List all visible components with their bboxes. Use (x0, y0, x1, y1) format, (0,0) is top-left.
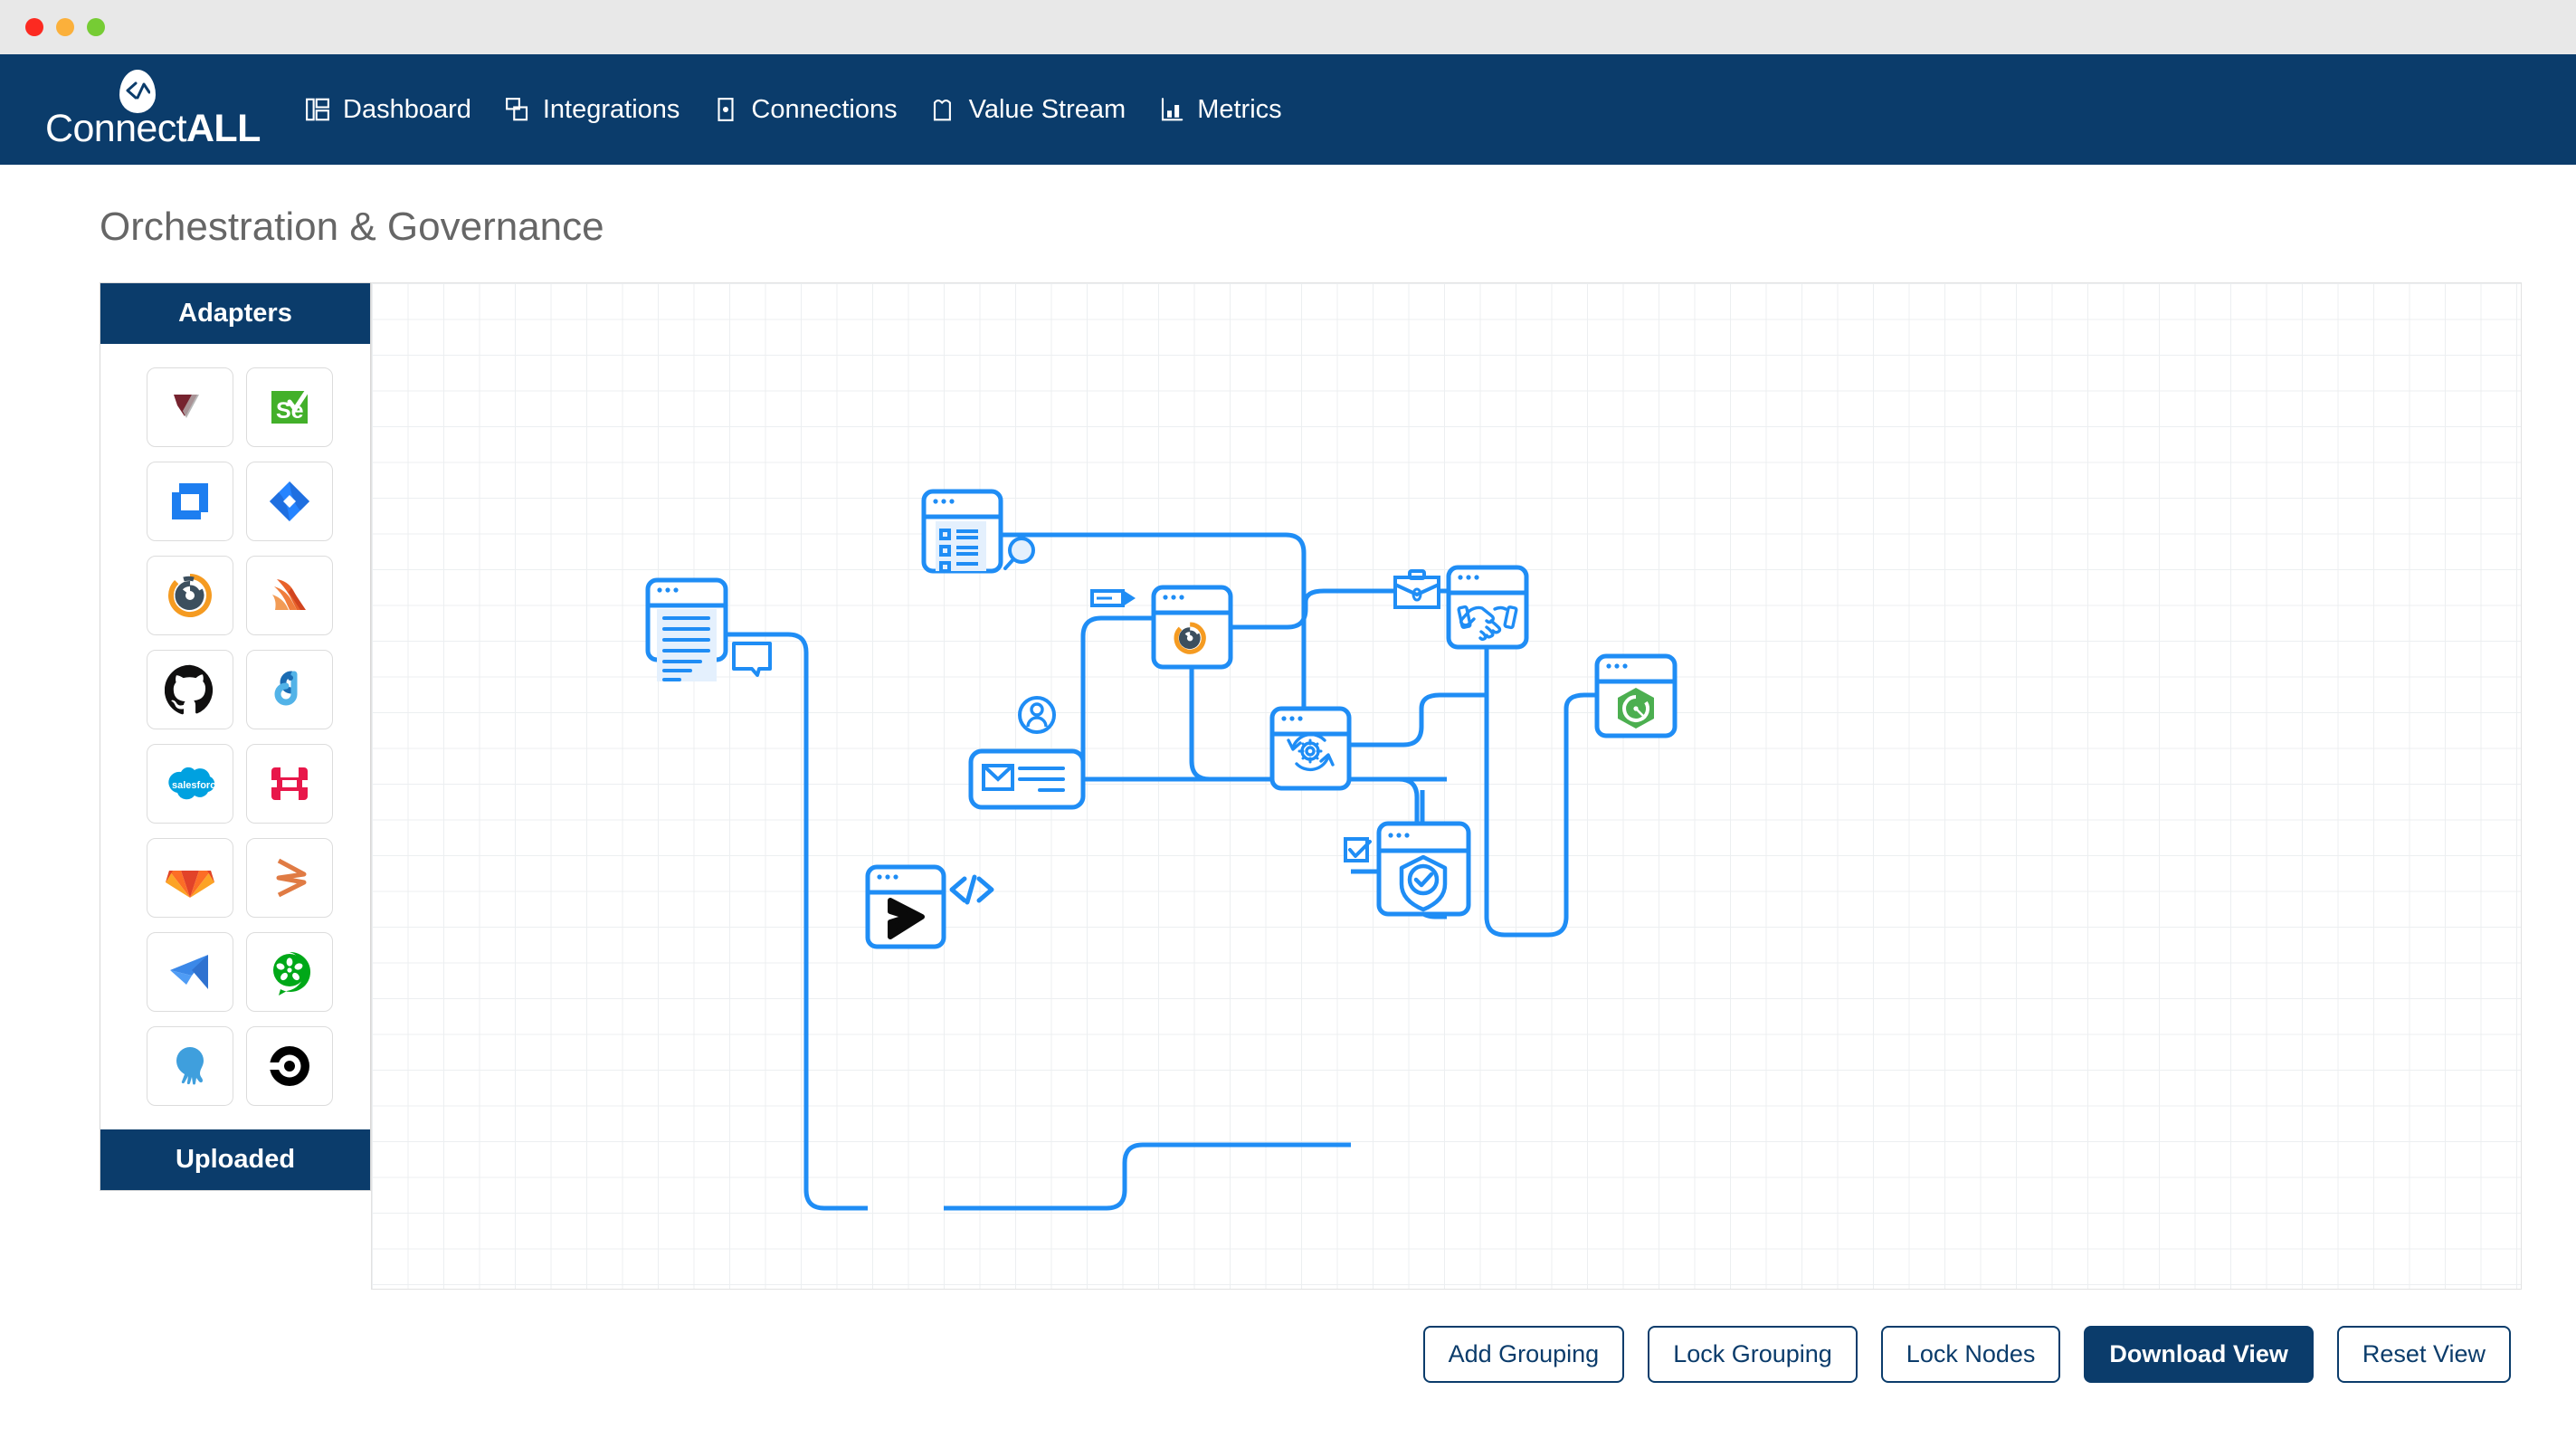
adapter-item-apache[interactable] (246, 556, 333, 635)
circleci-icon (264, 1041, 315, 1091)
adapter-item-circleci[interactable] (246, 1026, 333, 1106)
download-view-button[interactable]: Download View (2084, 1326, 2314, 1383)
window-title-bar (0, 0, 2576, 54)
gitlab-icon (165, 854, 215, 901)
connectall-circle-icon (165, 570, 215, 621)
salesforce-icon: salesforce (163, 763, 217, 805)
adapter-item-bmc[interactable] (246, 838, 333, 918)
adapter-item-connectall[interactable] (147, 556, 233, 635)
uploaded-panel-header: Uploaded (100, 1129, 370, 1190)
brand-logo[interactable]: ConnectALL (25, 69, 270, 150)
adapter-item-cucumber[interactable] (246, 932, 333, 1012)
node-sync-gear[interactable] (1269, 706, 1352, 791)
nav-item-label: Value Stream (968, 94, 1126, 124)
adapter-grid: Se (100, 344, 370, 1129)
brand-name-light: Connect (45, 106, 187, 150)
value-stream-icon (930, 96, 957, 123)
adapter-item-cloudbees[interactable] (246, 650, 333, 729)
svg-text:salesforce: salesforce (172, 780, 217, 791)
jira-icon (264, 476, 315, 527)
blue-plane-icon (165, 947, 215, 997)
selenium-icon: Se (264, 382, 315, 433)
node-play[interactable] (865, 864, 946, 949)
adapter-item-octopus-deploy[interactable] (147, 1026, 233, 1106)
adapter-item-azure-devops[interactable] (147, 932, 233, 1012)
add-grouping-button[interactable]: Add Grouping (1422, 1326, 1625, 1383)
nav-item-dashboard[interactable]: Dashboard (304, 95, 471, 125)
node-qtest[interactable] (1594, 653, 1678, 738)
cloudbees-icon (264, 664, 315, 715)
adapter-item-jira[interactable] (246, 462, 333, 541)
adapter-item-jama-connect[interactable] (147, 367, 233, 447)
adapters-sidebar: Adapters Se (100, 282, 371, 1191)
adapter-item-gitlab[interactable] (147, 838, 233, 918)
top-navigation-bar: ConnectALL Dashboard Integrations (0, 54, 2576, 165)
node-connectall[interactable] (1151, 585, 1233, 670)
blue-square-icon (165, 476, 215, 527)
decoration-pencil-edit (1090, 589, 1136, 607)
nav-item-label: Metrics (1197, 94, 1282, 124)
decoration-user-avatar (1018, 696, 1056, 734)
maximize-window-button[interactable] (87, 18, 105, 36)
nav-item-value-stream[interactable]: Value Stream (930, 95, 1126, 125)
node-checklist[interactable] (921, 489, 1003, 574)
bmc-icon (264, 853, 315, 903)
nav-item-integrations[interactable]: Integrations (504, 95, 680, 125)
canvas-diagram (645, 489, 1678, 1211)
adapter-item-github[interactable] (147, 650, 233, 729)
nav-item-connections[interactable]: Connections (712, 94, 898, 125)
reset-view-button[interactable]: Reset View (2336, 1326, 2511, 1383)
metrics-icon (1158, 96, 1185, 123)
nav-item-label: Integrations (542, 94, 680, 124)
adapters-panel-header: Adapters (100, 283, 370, 344)
connections-icon (712, 96, 739, 123)
decoration-magnifier (1003, 537, 1035, 570)
github-icon (165, 664, 215, 715)
canvas-toolbar: Add Grouping Lock Grouping Lock Nodes Do… (1422, 1326, 2511, 1383)
brand-name: ConnectALL (45, 106, 261, 150)
decoration-speech-bubble (732, 642, 772, 677)
jama-icon (165, 382, 215, 433)
minimize-window-button[interactable] (56, 18, 74, 36)
adapter-item-salesforce[interactable]: salesforce (147, 744, 233, 824)
page-title: Orchestration & Governance (100, 205, 604, 249)
node-handshake[interactable] (1446, 565, 1529, 650)
integrations-icon (504, 96, 531, 123)
dashboard-icon (304, 96, 331, 123)
cucumber-icon (264, 947, 315, 997)
node-email[interactable] (968, 748, 1086, 810)
nav-item-label: Connections (751, 94, 898, 124)
lock-grouping-button[interactable]: Lock Grouping (1648, 1326, 1858, 1383)
adapter-item-micro-focus-alm[interactable] (147, 462, 233, 541)
decoration-code-tags (949, 874, 994, 905)
node-document[interactable] (645, 577, 728, 681)
adapter-item-jamasoftware[interactable] (246, 744, 333, 824)
red-brackets-icon (264, 758, 315, 809)
octopus-icon (165, 1041, 215, 1091)
node-shield[interactable] (1376, 821, 1471, 917)
orchestration-canvas[interactable] (371, 282, 2522, 1290)
nav-item-label: Dashboard (343, 94, 471, 124)
brand-name-bold: ALL (185, 106, 261, 150)
apache-icon (264, 570, 315, 621)
close-window-button[interactable] (25, 18, 43, 36)
adapter-item-selenium[interactable]: Se (246, 367, 333, 447)
lock-nodes-button[interactable]: Lock Nodes (1880, 1326, 2061, 1383)
nav-items: Dashboard Integrations Connections (304, 95, 1282, 125)
main-content: Adapters Se (0, 282, 2576, 1383)
connectall-egg-icon (25, 69, 270, 113)
decoration-checkbox (1344, 837, 1372, 862)
nav-item-metrics[interactable]: Metrics (1158, 94, 1282, 125)
decoration-briefcase (1393, 569, 1440, 609)
